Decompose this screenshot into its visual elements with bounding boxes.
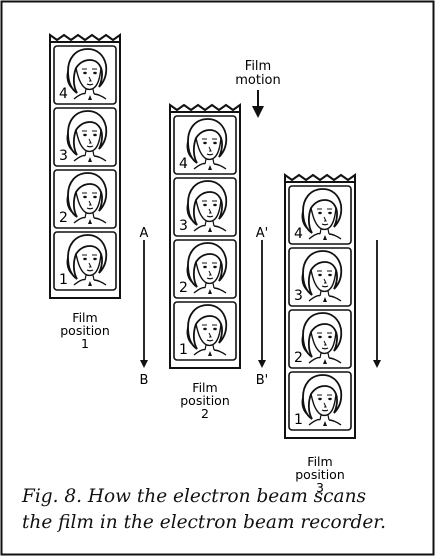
woman-portrait-icon <box>301 374 343 427</box>
frame-number: 4 <box>294 226 303 242</box>
film-frame: 1 <box>173 301 237 361</box>
film-frame: 2 <box>288 309 352 369</box>
film-position-label-line-3: 2 <box>201 406 209 421</box>
frame-number: 4 <box>59 86 68 102</box>
woman-portrait-icon <box>66 234 108 287</box>
frame-number: 2 <box>59 210 68 226</box>
frame-number: 3 <box>294 288 303 304</box>
woman-portrait-icon <box>186 242 228 295</box>
film-strips: 4321Filmposition14321Filmposition24321Fi… <box>49 33 356 495</box>
film-motion-indicator: Film motion <box>235 59 281 118</box>
scan-end-label: B' <box>256 373 269 388</box>
frame-border <box>53 45 117 105</box>
film-strip-torn-edge <box>49 33 121 42</box>
frame-number: 1 <box>59 272 68 288</box>
film-position-label-line-2: position <box>295 467 345 482</box>
woman-portrait-icon <box>186 304 228 357</box>
film-position-label-line-1: Film <box>72 310 97 325</box>
woman-portrait-icon <box>301 188 343 241</box>
frame-number: 2 <box>294 350 303 366</box>
woman-portrait-icon <box>301 250 343 303</box>
film-position-label-line-2: position <box>180 393 230 408</box>
caption-line-1: Fig. 8. How the electron beam scans <box>22 486 366 507</box>
film-strip-torn-edge <box>284 173 356 182</box>
frame-number: 1 <box>294 412 303 428</box>
film-position-label-line-2: position <box>60 323 110 338</box>
film-frame: 3 <box>173 177 237 237</box>
frame-number: 2 <box>179 280 188 296</box>
film-frame: 4 <box>53 45 117 105</box>
film-strip-outline <box>49 41 121 299</box>
frame-border <box>288 247 352 307</box>
scan-arrow-head <box>140 360 148 368</box>
film-frame: 1 <box>288 371 352 431</box>
scan-arrow-1: AB <box>140 226 149 388</box>
film-frame: 3 <box>288 247 352 307</box>
woman-portrait-icon <box>66 110 108 163</box>
frame-border <box>288 309 352 369</box>
frame-border <box>173 115 237 175</box>
scan-arrows: ABA'B' <box>140 226 381 388</box>
frame-border <box>173 301 237 361</box>
frame-number: 3 <box>59 148 68 164</box>
film-frame: 1 <box>53 231 117 291</box>
film-strip-torn-edge <box>169 103 241 112</box>
woman-portrait-icon <box>301 312 343 365</box>
woman-portrait-icon <box>186 118 228 171</box>
film-frame: 4 <box>288 185 352 245</box>
film-position-label-line-1: Film <box>192 380 217 395</box>
frame-border <box>288 185 352 245</box>
film-strip-outline <box>169 111 241 369</box>
frame-border <box>53 169 117 229</box>
scan-arrow-head <box>258 360 266 368</box>
film-position-label-line-3: 1 <box>81 336 89 351</box>
film-frame: 4 <box>173 115 237 175</box>
film-strip-outline <box>284 181 356 439</box>
film-frame: 2 <box>53 169 117 229</box>
frame-number: 4 <box>179 156 188 172</box>
frame-border <box>53 231 117 291</box>
film-motion-label-line1: Film <box>245 59 271 74</box>
frame-number: 3 <box>179 218 188 234</box>
scan-arrow-2: A' B' <box>256 226 269 388</box>
woman-portrait-icon <box>66 172 108 225</box>
frame-border <box>288 371 352 431</box>
film-motion-arrow-head <box>252 106 264 118</box>
caption-line-2: the film in the electron beam recorder. <box>22 512 386 533</box>
scan-start-label: A <box>140 226 149 241</box>
frame-border <box>173 177 237 237</box>
frame-number: 1 <box>179 342 188 358</box>
figure-caption: Fig. 8. How the electron beam scans the … <box>22 484 432 536</box>
frame-border <box>53 107 117 167</box>
film-position-label-line-3: 3 <box>316 480 324 495</box>
film-position-label-line-1: Film <box>307 454 332 469</box>
frame-border <box>173 239 237 299</box>
woman-portrait-icon <box>66 48 108 101</box>
scan-end-label: B <box>140 373 149 388</box>
scan-arrow-head <box>373 360 381 368</box>
film-motion-label-line2: motion <box>235 73 281 88</box>
scan-arrow-3 <box>373 240 381 368</box>
scan-start-label: A' <box>256 226 268 241</box>
film-frame: 3 <box>53 107 117 167</box>
woman-portrait-icon <box>186 180 228 233</box>
film-frame: 2 <box>173 239 237 299</box>
